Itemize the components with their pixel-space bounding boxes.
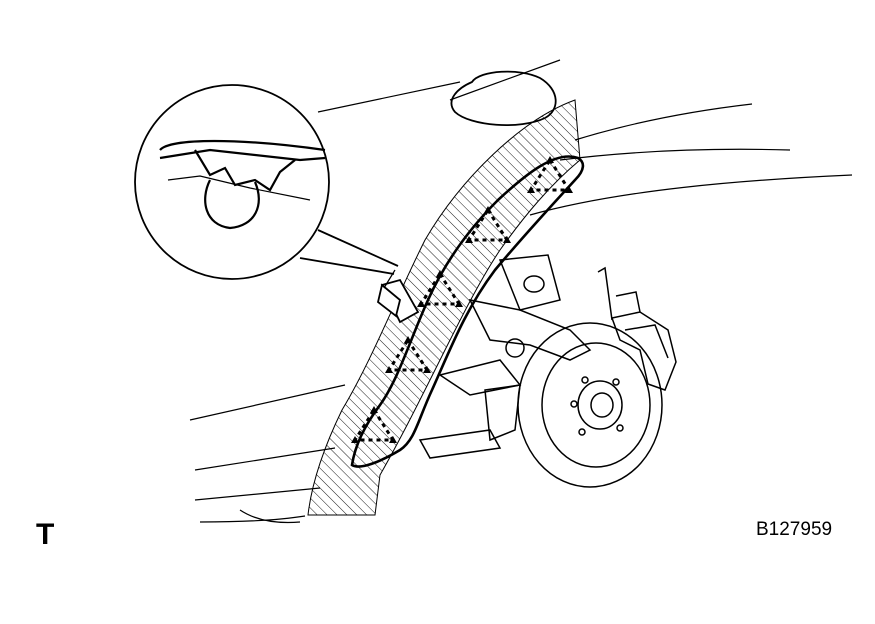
callout-leader [383,269,396,289]
dotted-triangle-icon [465,206,511,243]
suspension-strut [418,254,592,459]
dotted-triangle-icon [385,336,431,373]
figure-code: B127959 [756,519,833,540]
dotted-triangle-icon [417,270,463,307]
clip-markers [351,156,573,443]
liner-clip-part [376,278,420,324]
dotted-triangle-icon [351,406,397,443]
dotted-triangle-icon [527,156,573,193]
corner-mark: T [36,518,55,551]
brake-disc-assembly [517,322,663,488]
fender-panel-hatched [307,99,581,516]
vehicle-body-lines [189,59,853,524]
brake-caliper [597,266,677,391]
fender-liner [350,155,585,468]
clip-detail-callout [134,84,399,280]
